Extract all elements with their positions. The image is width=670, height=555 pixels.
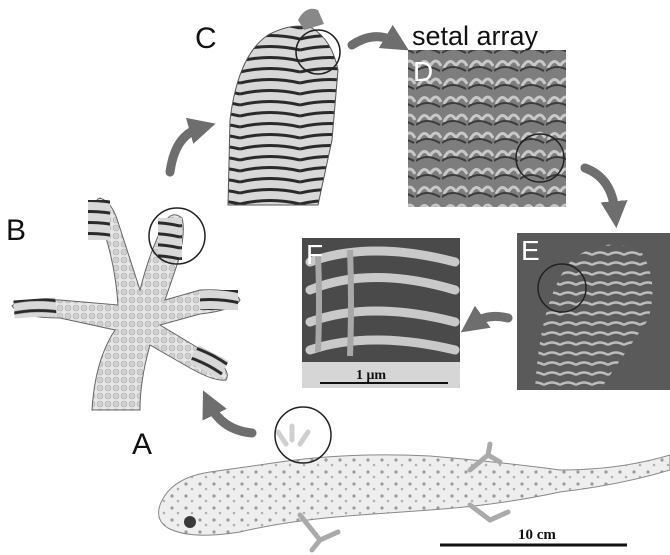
setal-array-title: setal array [412, 21, 539, 51]
foot-image-b [12, 198, 240, 410]
seta-image-e [517, 233, 670, 390]
arrow-c-to-d [352, 37, 395, 45]
toe-image-c [228, 9, 340, 205]
panel-label-b: B [6, 214, 26, 247]
panel-label-d: D [413, 56, 433, 87]
arrow-e-to-f [474, 316, 508, 323]
panel-label-e: E [521, 235, 540, 266]
panel-label-f: F [306, 239, 323, 270]
spatulae-image-f [302, 238, 460, 388]
gecko-scale-label: 10 cm [518, 527, 556, 543]
micro-scale-label: 1 μm [356, 368, 386, 383]
arrow-d-to-e [585, 168, 615, 212]
arrow-b-to-c [170, 128, 200, 172]
arrow-a-to-b [210, 405, 252, 433]
panel-label-a: A [132, 428, 152, 461]
panel-label-c: C [195, 22, 217, 55]
